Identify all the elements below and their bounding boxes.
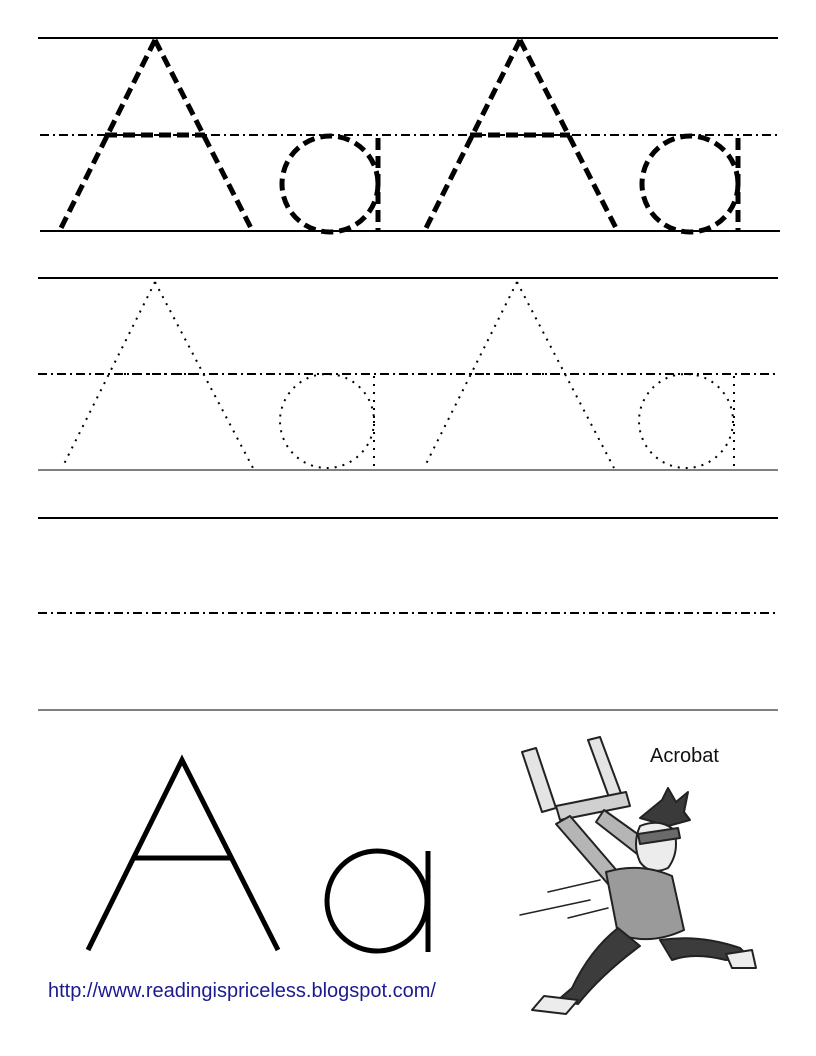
acrobat-hair — [639, 787, 691, 827]
practice-row-blank — [38, 517, 778, 711]
trapeze-grip — [555, 791, 631, 821]
picture-caption: Acrobat — [650, 745, 719, 767]
traceable-lowercase-a-2 — [639, 133, 741, 235]
acrobat-leg-left — [557, 927, 641, 1005]
trapeze-bar-left — [521, 747, 557, 813]
model-lowercase-a — [324, 848, 431, 954]
acrobat-foot-right — [725, 949, 757, 969]
trapeze-bar-right — [587, 736, 623, 801]
motion-line — [547, 879, 601, 893]
motion-line — [519, 899, 591, 916]
motion-line — [567, 907, 609, 919]
source-link[interactable]: http://www.readingispriceless.blogspot.c… — [48, 980, 436, 1002]
tracing-row-light — [38, 277, 778, 471]
acrobat-illustration — [519, 736, 757, 1015]
traceable-lowercase-a-1 — [279, 133, 381, 235]
traceable-lowercase-a-4 — [638, 373, 735, 469]
acrobat-headband — [637, 827, 681, 845]
tracing-row-bold — [38, 37, 780, 235]
model-uppercase-a — [85, 754, 281, 952]
traceable-uppercase-a-4 — [423, 281, 615, 469]
traceable-uppercase-a-2 — [422, 38, 620, 232]
traceable-uppercase-a-1 — [57, 38, 255, 232]
traceable-lowercase-a-3 — [279, 373, 375, 469]
traceable-uppercase-a-3 — [61, 281, 254, 469]
acrobat-torso — [605, 866, 685, 941]
acrobat-foot-left — [531, 995, 579, 1015]
